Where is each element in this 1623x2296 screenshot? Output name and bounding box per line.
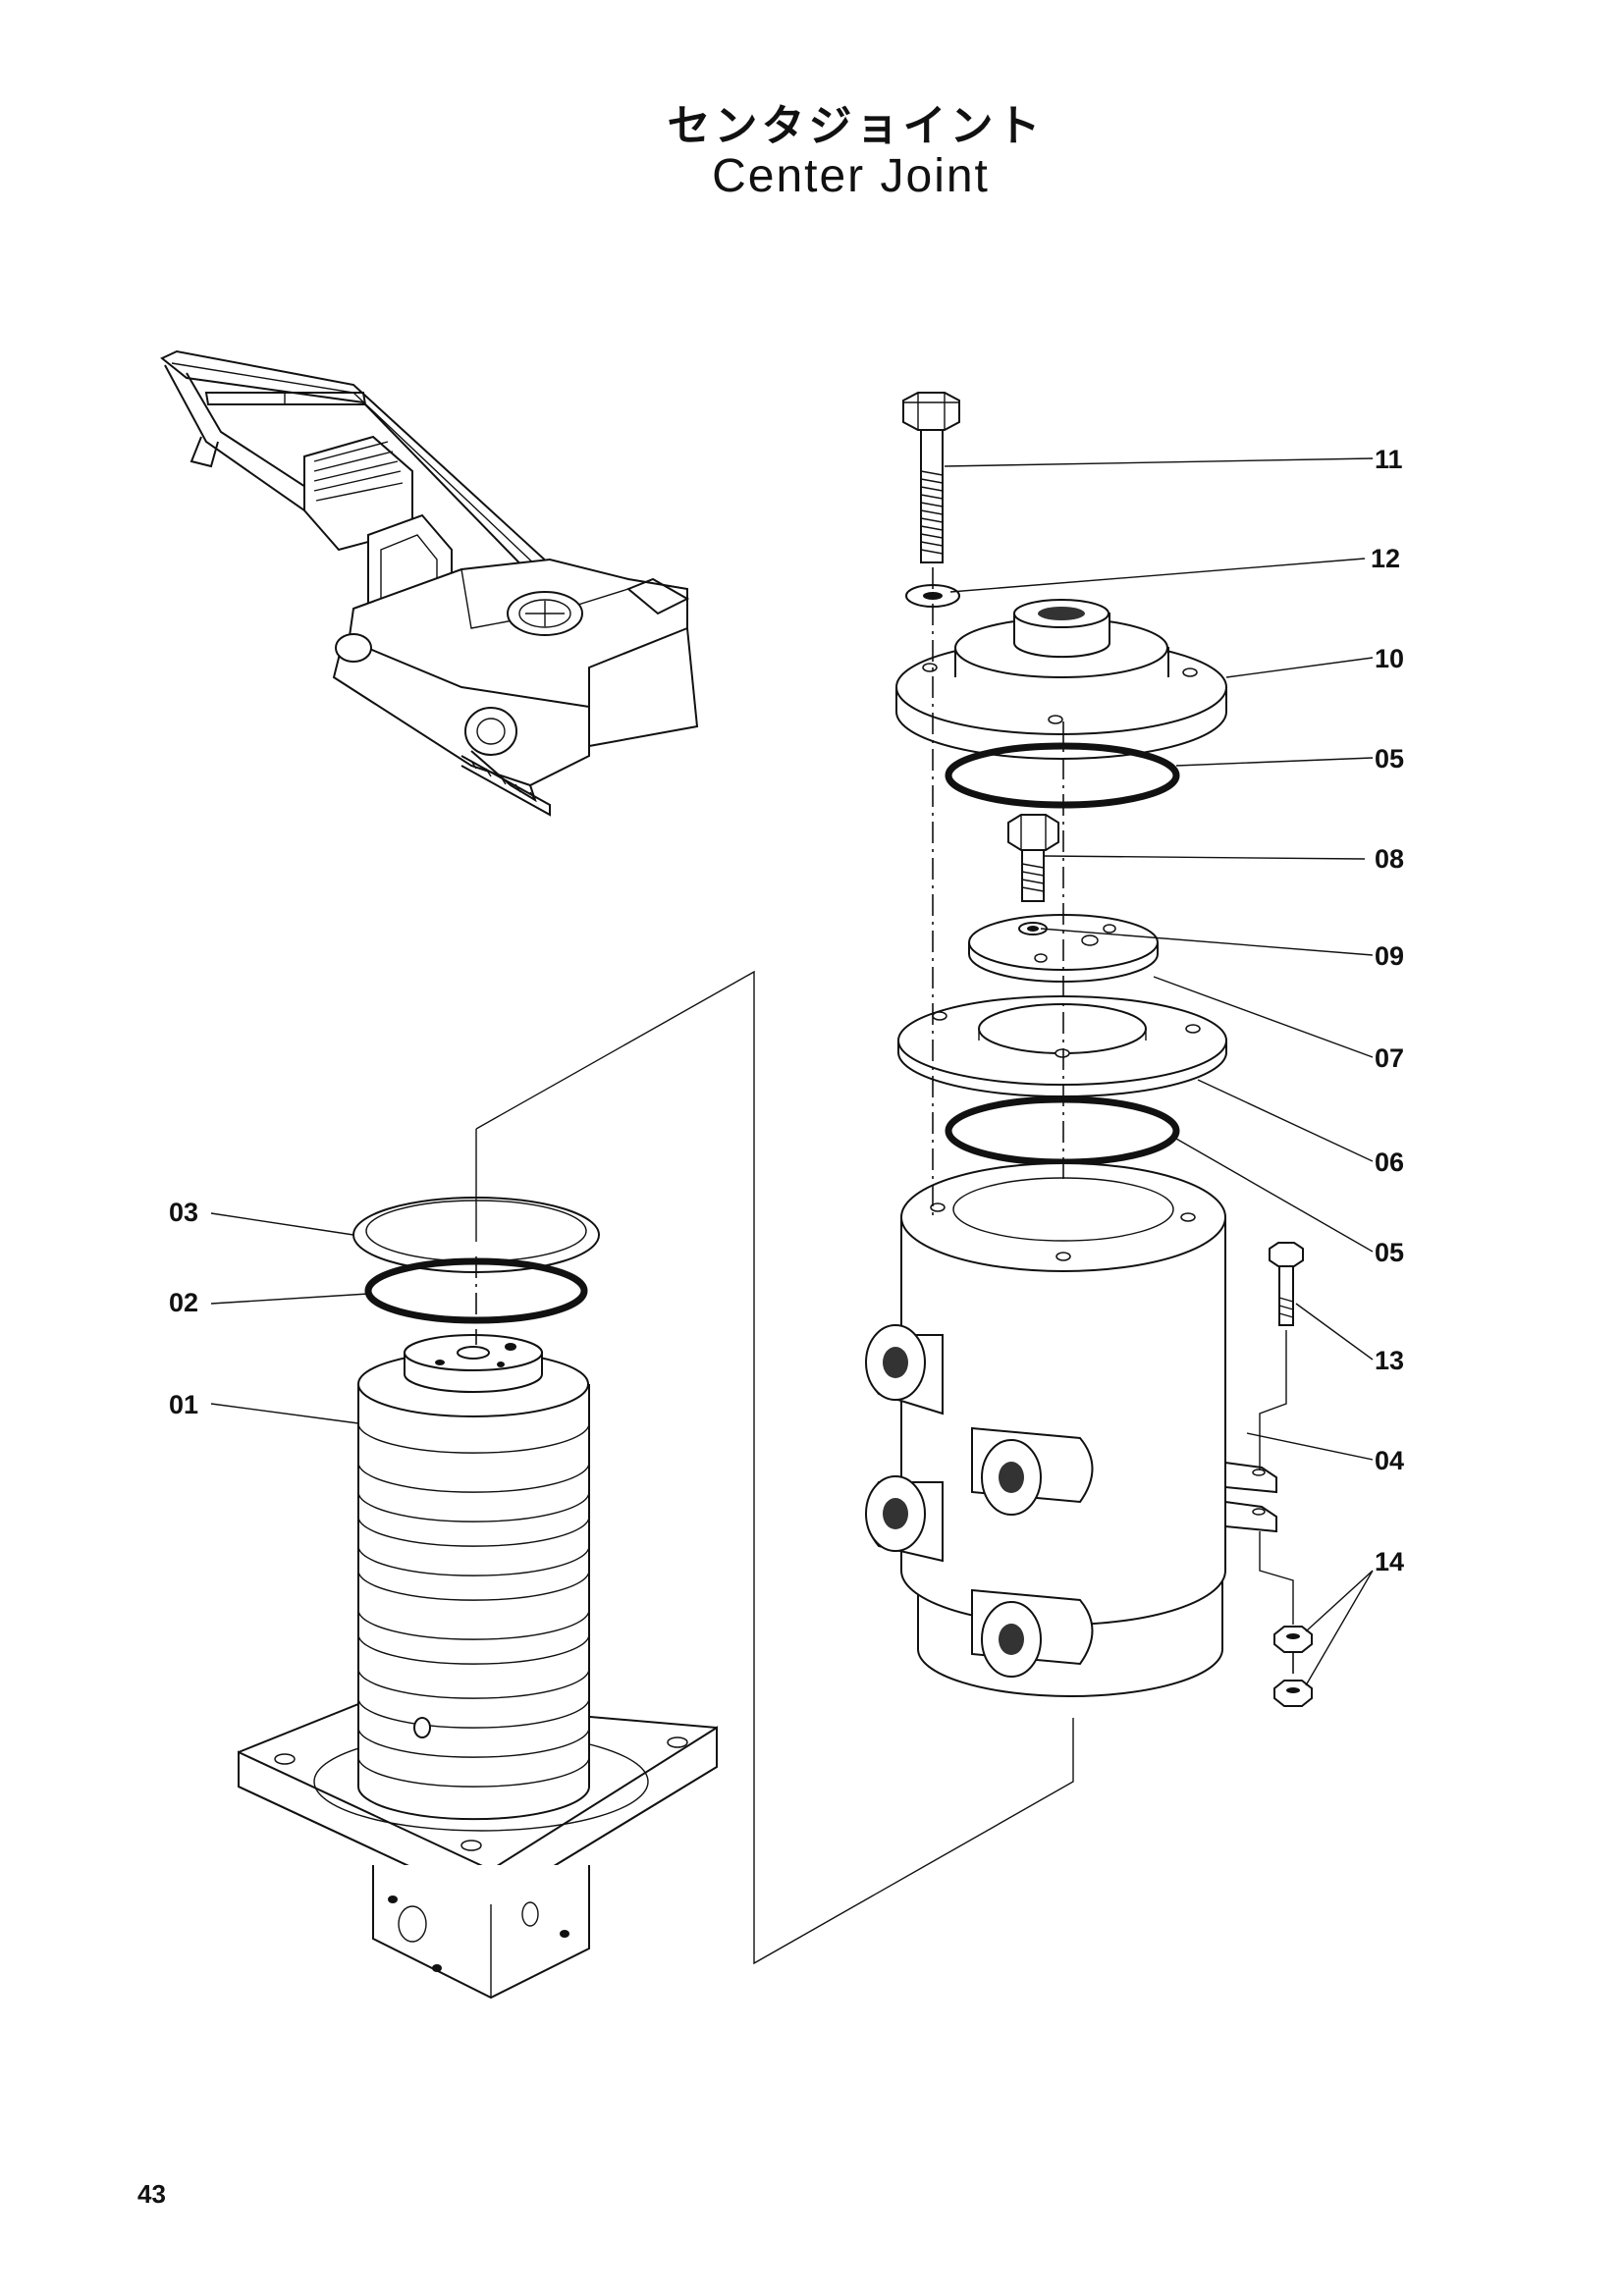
callout-08: 08 [1375, 844, 1404, 874]
page-title-japanese: センタジョイント [667, 101, 1045, 151]
callouts: 11 12 10 05 08 09 07 06 05 13 04 14 03 0… [169, 445, 1404, 1576]
o-ring-05-upper [945, 742, 1180, 809]
callout-05-lower: 05 [1375, 1238, 1404, 1267]
bolt-11 [902, 392, 960, 563]
callout-11: 11 [1375, 445, 1403, 474]
spindle-01 [238, 1334, 718, 2000]
callout-03: 03 [169, 1198, 198, 1227]
callout-12: 12 [1371, 544, 1400, 573]
callout-06: 06 [1375, 1148, 1404, 1177]
callout-01: 01 [169, 1390, 198, 1419]
callout-13: 13 [1375, 1346, 1404, 1375]
assembly-lines [475, 567, 1294, 1965]
bolt-13 [1269, 1242, 1304, 1326]
page-title-english: Center Joint [712, 150, 990, 202]
leader-lines [210, 457, 1374, 1686]
nuts-14 [1273, 1626, 1313, 1707]
callout-07: 07 [1375, 1043, 1404, 1073]
callout-02: 02 [169, 1288, 198, 1317]
bolt-08 [1007, 814, 1059, 902]
excavator-illustration [160, 349, 699, 817]
housing-04 [865, 1162, 1277, 1697]
callout-14: 14 [1375, 1547, 1404, 1576]
cover-10 [895, 599, 1227, 760]
callout-09: 09 [1375, 941, 1404, 971]
callout-04: 04 [1375, 1446, 1404, 1475]
callout-05-upper: 05 [1375, 744, 1404, 774]
page-number: 43 [137, 2179, 166, 2209]
o-ring-05-lower [945, 1095, 1180, 1166]
plate-07 [897, 995, 1227, 1097]
callout-10: 10 [1375, 644, 1404, 673]
